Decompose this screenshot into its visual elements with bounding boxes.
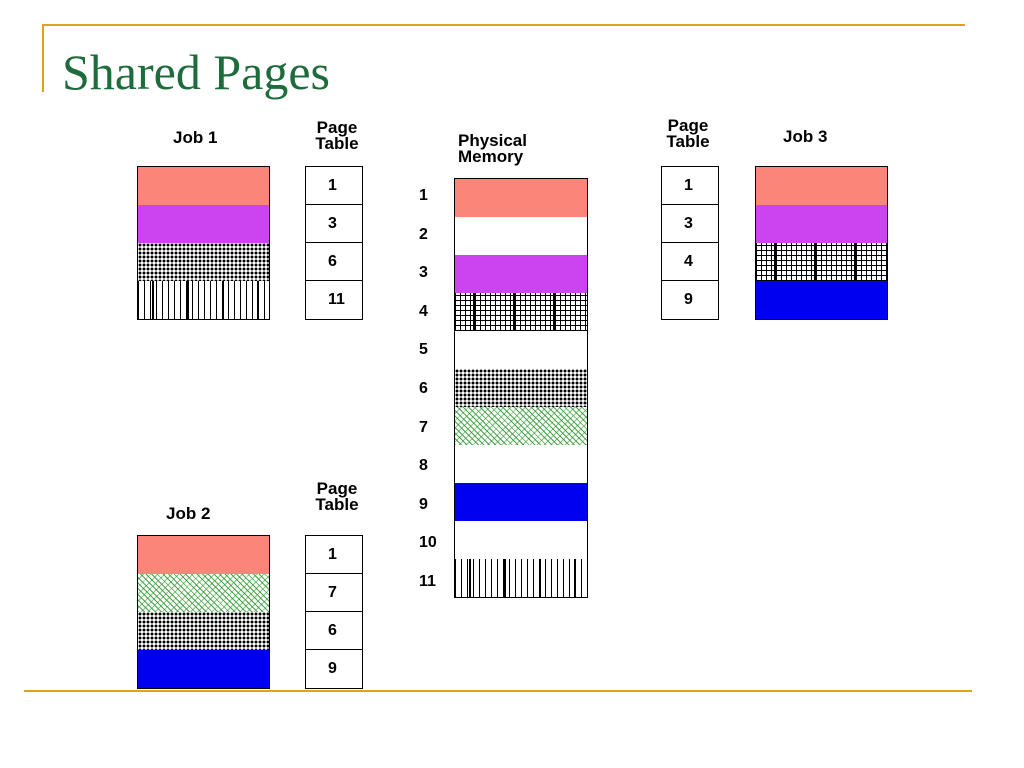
job2-page-block-3 <box>138 612 269 650</box>
job3-page-table-entry-2: 3 <box>662 205 718 243</box>
job1-page-block-4 <box>138 281 269 319</box>
job3-page-table-entry-3: 4 <box>662 243 718 281</box>
physical-frame-9 <box>455 483 587 521</box>
job1-page-table-entry-3: 6 <box>306 243 362 281</box>
job2-pages <box>137 535 270 689</box>
job3-page-table-label-line2: Table <box>666 132 710 151</box>
physical-memory-frames <box>454 178 588 598</box>
job2-page-table-label-line2: Table <box>315 495 359 514</box>
job1-page-block-3 <box>138 243 269 281</box>
job3-pages <box>755 166 888 320</box>
physical-frame-6 <box>455 369 587 407</box>
frame-number: 7 <box>419 418 428 436</box>
job2-page-table-label: Page Table <box>297 479 377 514</box>
job3-page-table-label-line1: Page <box>667 116 709 135</box>
physical-memory-label-line1: Physical <box>458 131 527 150</box>
job1-page-table-entry-2: 3 <box>306 205 362 243</box>
job2-page-table-entry-1: 1 <box>306 536 362 574</box>
frame-number: 4 <box>419 302 428 320</box>
job3-page-block-3 <box>756 243 887 281</box>
job3-label: Job 3 <box>783 127 828 146</box>
bottom-rule <box>24 690 972 692</box>
physical-frame-3 <box>455 255 587 293</box>
job1-page-table-entry-4: 11 <box>328 291 345 308</box>
frame-number: 9 <box>419 495 428 513</box>
job1-page-table-entry-1: 1 <box>306 167 362 205</box>
job2-label: Job 2 <box>166 504 211 523</box>
job2-page-table-entry-4: 9 <box>328 660 337 677</box>
slide-title: Shared Pages <box>62 44 330 100</box>
job2-page-table-entry-3: 6 <box>306 612 362 650</box>
frame-number: 2 <box>419 225 428 243</box>
job3-page-block-2 <box>756 205 887 243</box>
job2-page-block-4 <box>138 650 269 688</box>
job1-page-block-2 <box>138 205 269 243</box>
job3-page-block-4 <box>756 281 887 319</box>
frame-number: 10 <box>419 534 437 552</box>
frame-number: 1 <box>419 187 428 204</box>
job3-page-table-entry-1: 1 <box>662 167 718 205</box>
frame-number: 6 <box>419 380 428 397</box>
physical-frame-4 <box>455 293 587 331</box>
physical-frame-7 <box>455 407 587 445</box>
physical-frame-8 <box>455 445 587 483</box>
job3-page-block-1 <box>756 167 887 205</box>
physical-frame-1 <box>455 179 587 217</box>
job1-page-table-label-line2: Table <box>315 134 359 153</box>
frame-number: 5 <box>419 341 428 359</box>
job1-label: Job 1 <box>173 128 218 147</box>
job3-page-table-label: Page Table <box>648 116 728 151</box>
job2-page-table-label-line1: Page <box>316 479 358 498</box>
frame-number: 8 <box>419 457 428 475</box>
physical-memory-label-line2: Memory <box>458 147 524 166</box>
job1-page-table-label: Page Table <box>297 118 377 153</box>
physical-frame-11 <box>455 559 587 597</box>
top-rule <box>42 24 965 26</box>
physical-frame-5 <box>455 331 587 369</box>
frame-number: 11 <box>419 573 436 590</box>
physical-frame-2 <box>455 217 587 255</box>
job2-page-block-2 <box>138 574 269 612</box>
job1-page-block-1 <box>138 167 269 205</box>
physical-memory-label: Physical Memory <box>458 131 527 166</box>
job1-pages <box>137 166 270 320</box>
job2-page-block-1 <box>138 536 269 574</box>
job1-page-table-label-line1: Page <box>316 118 358 137</box>
job3-page-table-entry-4: 9 <box>684 291 693 308</box>
physical-frame-10 <box>455 521 587 559</box>
left-rule <box>42 24 44 92</box>
frame-number: 3 <box>419 264 428 282</box>
job2-page-table-entry-2: 7 <box>306 574 362 612</box>
